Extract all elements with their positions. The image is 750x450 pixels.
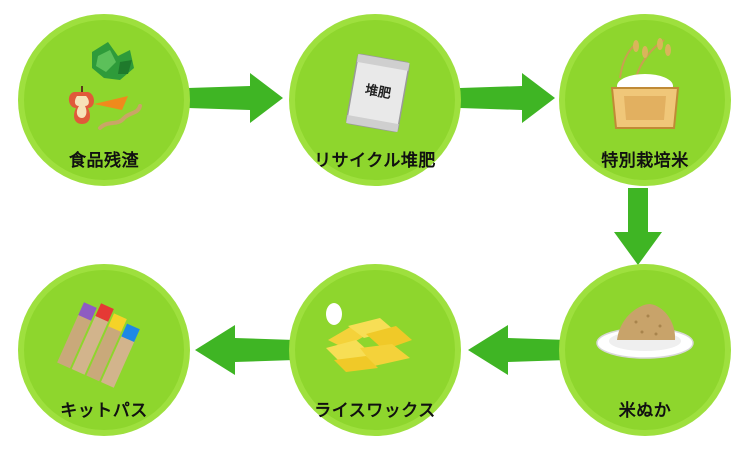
rice-bran-plate-icon <box>596 304 694 359</box>
node-label-kitpas: キットパス <box>60 401 148 421</box>
arrow-compost-to-rice <box>460 73 555 123</box>
node-label-special-rice: 特別栽培米 <box>601 151 689 171</box>
arrow-food-waste-to-compost <box>188 73 283 123</box>
arrow-wax-to-crayons <box>195 325 295 375</box>
node-label-rice-bran: 米ぬか <box>618 401 672 421</box>
arrow-rice-to-bran <box>614 188 662 265</box>
rice-box-icon <box>610 38 680 129</box>
node-label-compost: リサイクル堆肥 <box>314 151 436 171</box>
bag-label: 堆肥 <box>364 82 392 102</box>
node-circle-food-waste <box>18 14 190 186</box>
node-label-rice-wax: ライスワックス <box>314 401 436 421</box>
compost-bag-icon <box>345 53 410 133</box>
rice-wax-icon <box>326 303 412 372</box>
node-label-food-waste: 食品残渣 <box>69 151 139 171</box>
food-waste-icon <box>68 42 142 130</box>
arrow-bran-to-wax <box>468 325 568 375</box>
crayons-icon <box>57 302 140 388</box>
